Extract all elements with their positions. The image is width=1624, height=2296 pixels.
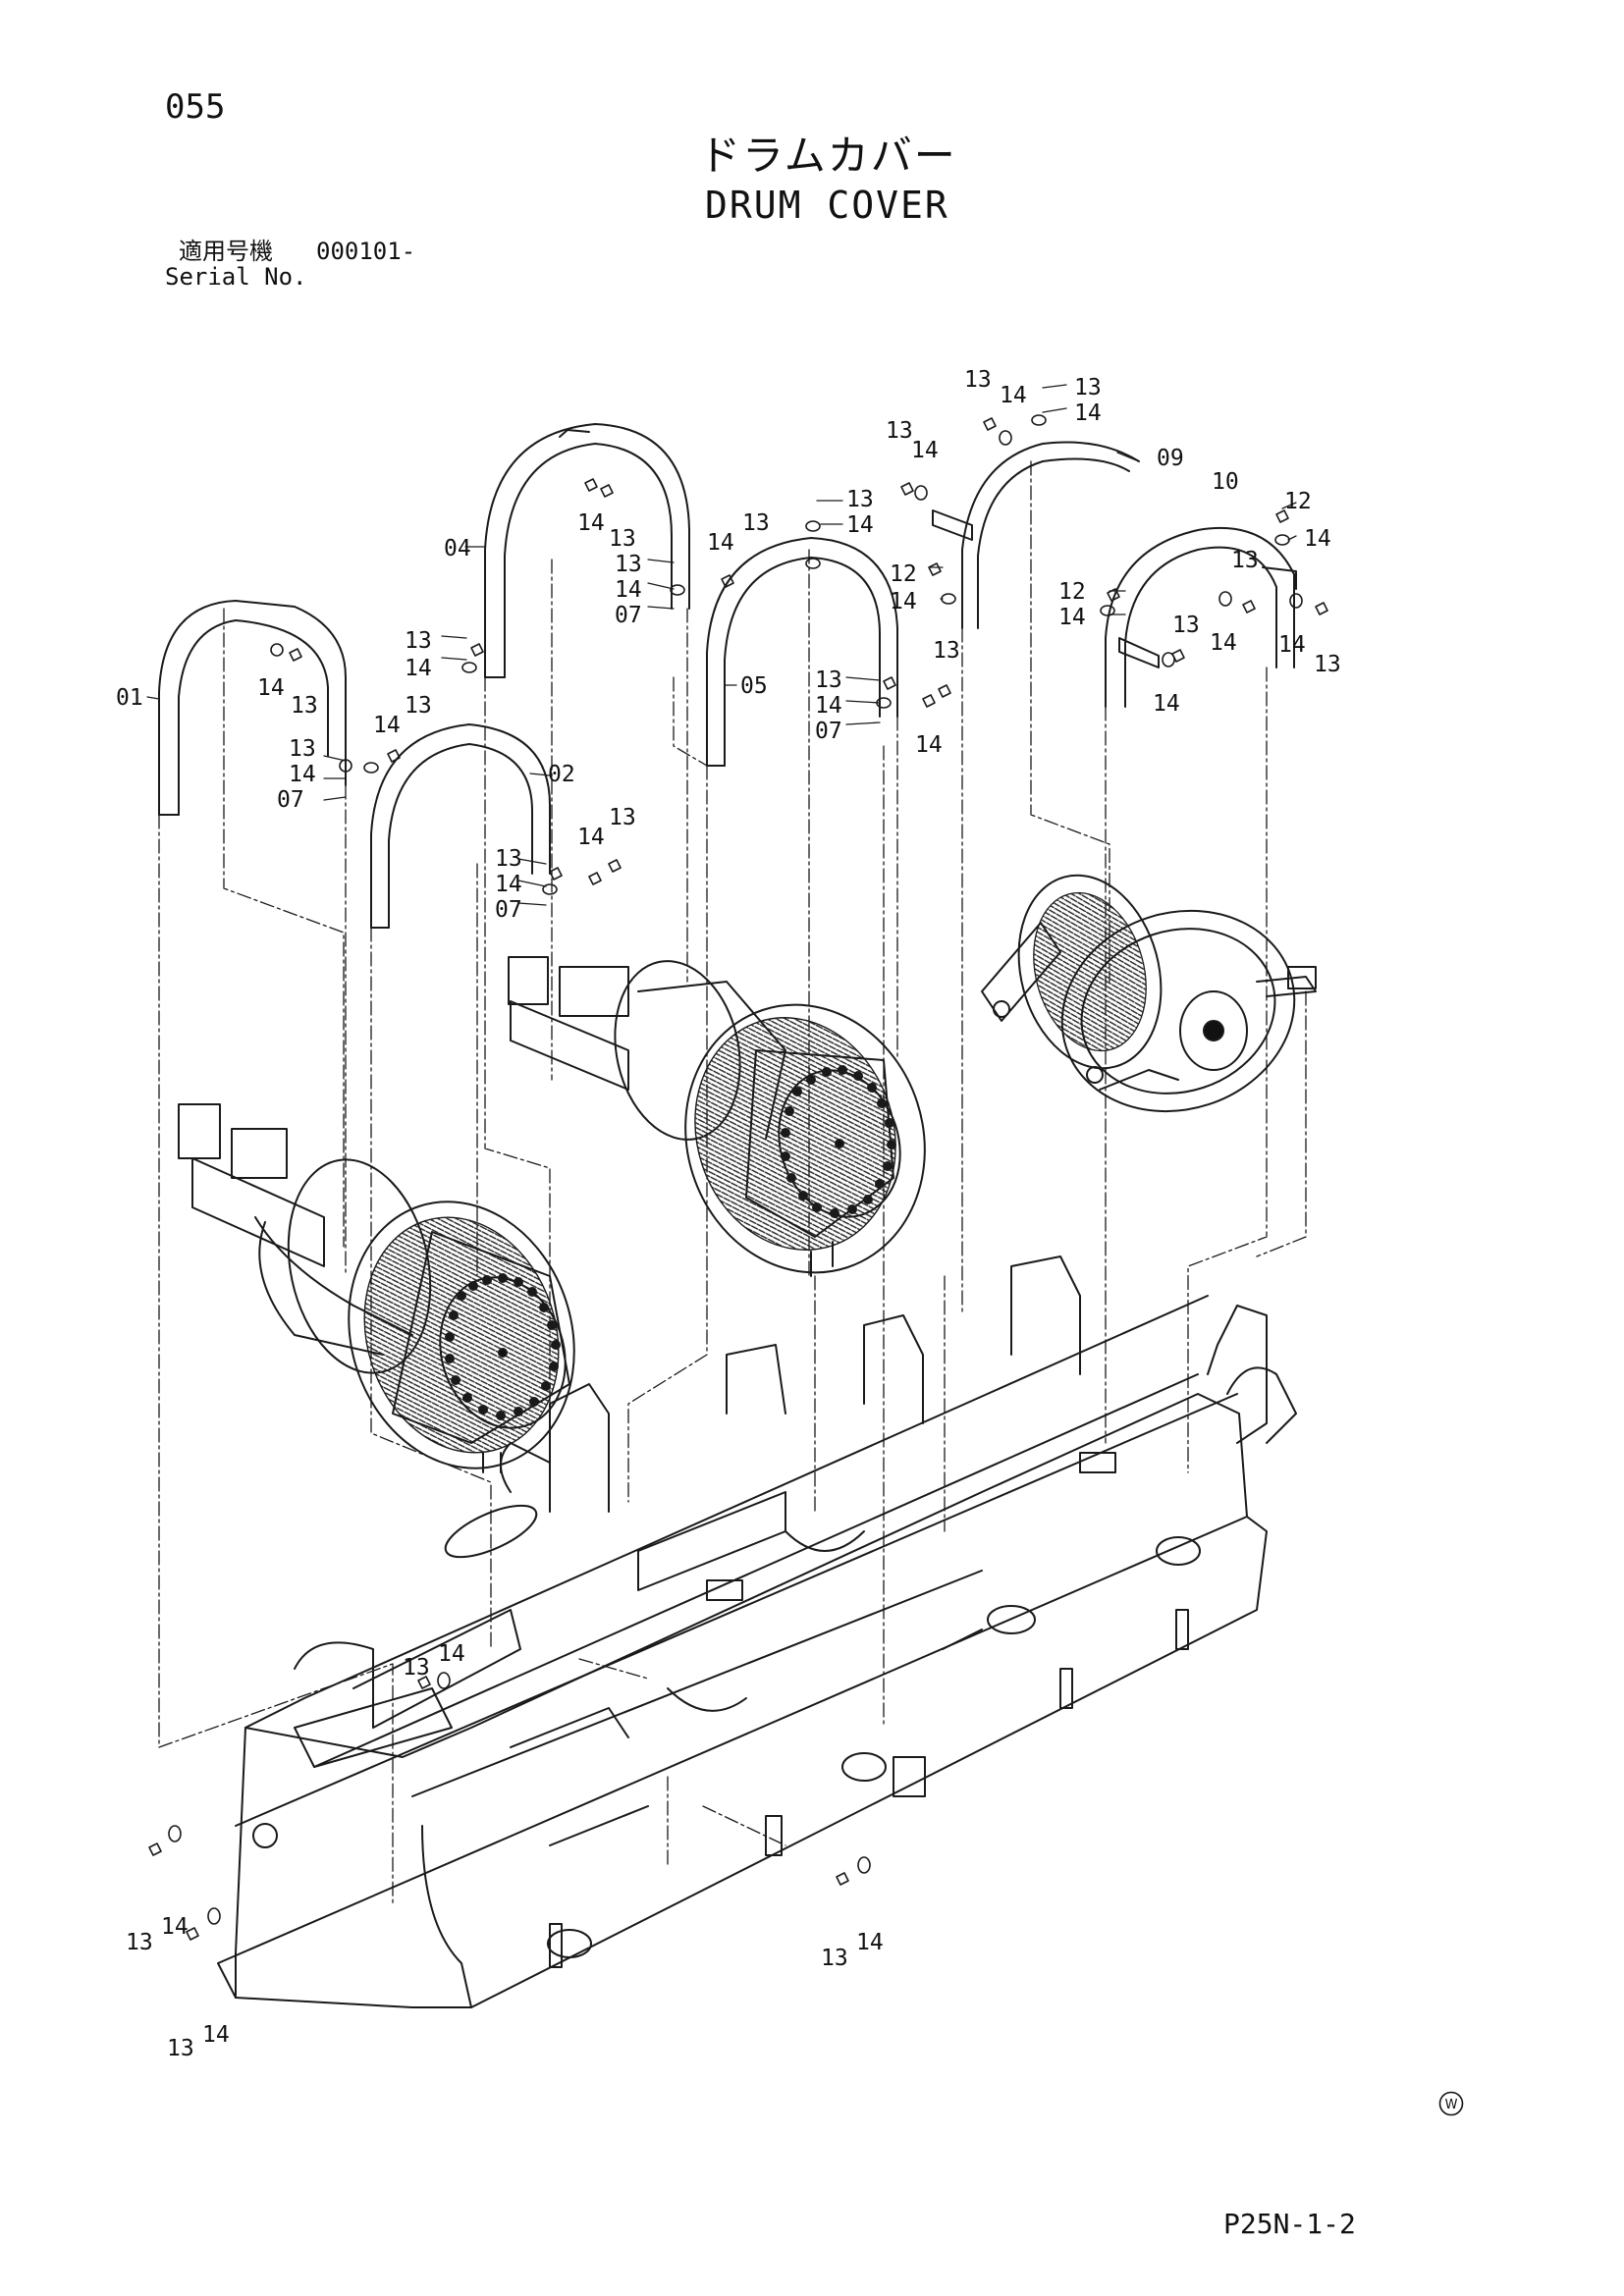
callout-14: 14 — [615, 577, 642, 603]
callout-07: 07 — [277, 787, 304, 813]
drum-cover-02 — [370, 723, 551, 929]
right-drum-assembly — [981, 874, 1317, 1113]
callout-13: 13 — [742, 510, 770, 536]
assembly-guide-lines — [158, 460, 1307, 1905]
callout-12: 12 — [1284, 489, 1312, 514]
callout-14: 14 — [202, 2022, 230, 2048]
callout-13: 13 — [609, 805, 636, 830]
callout-10: 10 — [1212, 469, 1239, 495]
callout-07: 07 — [815, 719, 842, 744]
callout-13: 13 — [933, 638, 960, 664]
callout-13: 13 — [815, 667, 842, 693]
callout-14: 14 — [856, 1930, 884, 1955]
callout-13: 13 — [495, 846, 522, 872]
middle-drum-assembly — [508, 956, 926, 1277]
callout-12: 12 — [1058, 579, 1086, 605]
callout-labels: 01 14 13 13 14 07 14 13 13 14 02 13 14 0… — [116, 367, 1341, 2061]
callout-14: 14 — [161, 1914, 189, 1940]
callout-14: 14 — [911, 438, 939, 463]
callout-13: 13 — [846, 487, 874, 512]
callout-14: 14 — [1074, 400, 1102, 426]
main-frame — [217, 1255, 1297, 2008]
callout-14: 14 — [1278, 632, 1306, 658]
callout-13: 13 — [403, 1655, 430, 1681]
callout-13: 13 — [405, 628, 432, 654]
callout-13: 13 — [167, 2036, 194, 2061]
page-number: 055 — [165, 87, 226, 127]
bolts-and-washers — [146, 384, 1328, 1941]
callout-14: 14 — [815, 693, 842, 719]
callout-14: 14 — [405, 656, 432, 681]
callout-14: 14 — [257, 675, 285, 701]
serial-label-japanese: 適用号機 — [179, 238, 273, 265]
callout-13: 13 — [609, 526, 636, 552]
callout-14: 14 — [1058, 605, 1086, 630]
callout-14: 14 — [577, 825, 605, 850]
callout-13: 13 — [886, 418, 913, 444]
serial-label-english: Serial No. — [165, 263, 307, 291]
left-drum-assembly — [178, 1103, 575, 1473]
drum-cover-09 — [932, 441, 1140, 629]
callout-13: 13 — [405, 693, 432, 719]
title-japanese: ドラムカバー — [699, 132, 957, 180]
callout-13: 13 — [1314, 652, 1341, 677]
callout-13: 13 — [821, 1946, 848, 1971]
callout-14: 14 — [915, 732, 943, 758]
svg-text:W: W — [1445, 2098, 1458, 2112]
callout-13: 13 — [126, 1930, 153, 1955]
callout-13: 13 — [1172, 613, 1200, 638]
callout-13: 13 — [615, 552, 642, 577]
callout-09: 09 — [1157, 446, 1184, 471]
callout-12: 12 — [890, 561, 917, 587]
callout-13: 13 — [1074, 375, 1102, 400]
drum-cover-05 — [706, 537, 898, 767]
callout-14: 14 — [1210, 630, 1237, 656]
callout-14: 14 — [890, 589, 917, 614]
callout-13: 13 — [1231, 548, 1259, 573]
callout-14: 14 — [1000, 383, 1027, 408]
drum-cover-10 — [1105, 526, 1297, 708]
callout-13: 13 — [291, 693, 318, 719]
callout-05: 05 — [740, 673, 768, 699]
callout-14: 14 — [438, 1641, 465, 1667]
title-english: DRUM COVER — [705, 184, 949, 227]
callout-14: 14 — [1153, 691, 1180, 717]
callout-02: 02 — [548, 762, 575, 787]
callout-14: 14 — [1304, 526, 1331, 552]
callout-13: 13 — [964, 367, 992, 393]
callout-07: 07 — [615, 603, 642, 628]
callout-14: 14 — [577, 510, 605, 536]
drum-cover-01 — [158, 600, 347, 816]
callout-14: 14 — [289, 762, 316, 787]
document-code: P25N-1-2 — [1223, 2208, 1356, 2240]
callout-14: 14 — [373, 713, 401, 738]
callout-04: 04 — [444, 536, 471, 561]
callout-14: 14 — [846, 512, 874, 538]
callout-13: 13 — [289, 736, 316, 762]
serial-value: 000101- — [316, 238, 416, 265]
callout-07: 07 — [495, 897, 522, 923]
drum-cover-04 — [484, 423, 690, 678]
callout-14: 14 — [495, 872, 522, 897]
callout-01: 01 — [116, 685, 143, 711]
manufacturer-mark-icon: W — [1438, 2091, 1464, 2116]
callout-14: 14 — [707, 530, 734, 556]
